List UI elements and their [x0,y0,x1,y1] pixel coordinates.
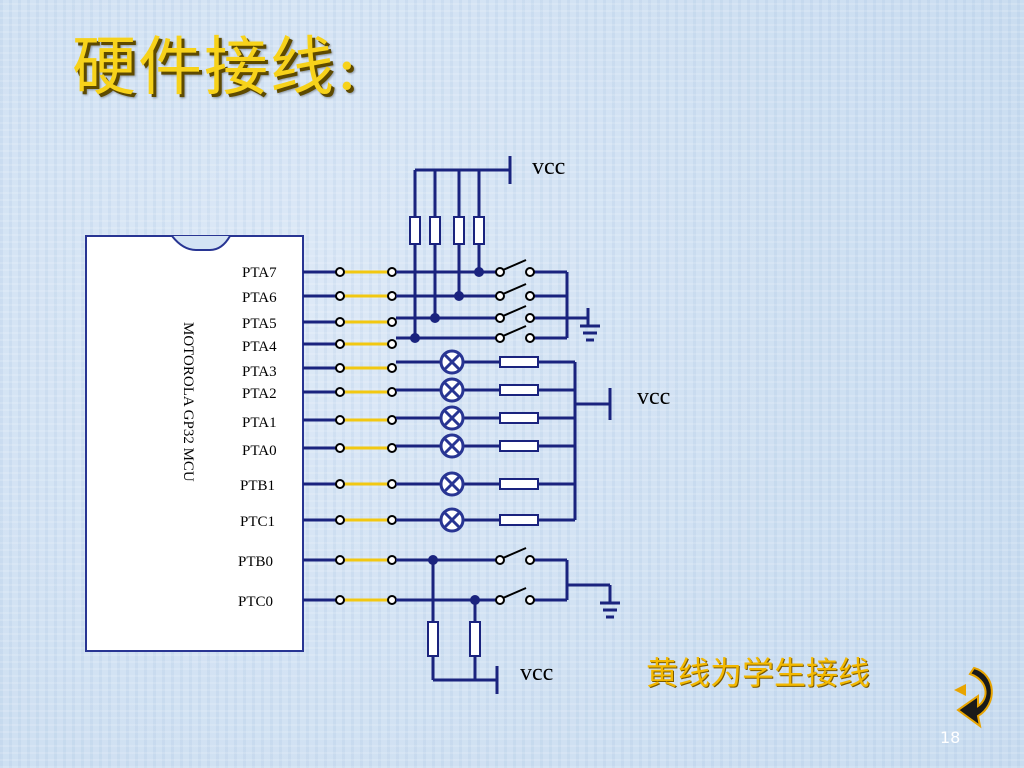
vcc-label-right: vcc [637,384,670,410]
pin-stubs [303,270,338,602]
pin-label-pta5: PTA5 [242,316,277,332]
vcc-label-top: vcc [532,154,565,180]
vcc-label-bottom: vcc [520,660,553,686]
pin-label-pta0: PTA0 [242,443,277,459]
pin-label-ptb1: PTB1 [240,478,275,494]
switches-top [495,259,535,343]
switches-bottom [495,547,535,605]
pin-label-ptc1: PTC1 [240,514,275,530]
pullup-resistors-bottom [427,621,481,657]
terminals [335,267,397,605]
mcu-label: MOTOROLA GP32 MCU [180,322,196,482]
lamps [439,349,465,533]
lamp-icon [439,471,465,497]
junction-dots-top [410,267,484,343]
lamp-icon [439,349,465,375]
back-arrow-icon[interactable] [944,664,998,730]
mcu-chip: MOTOROLA GP32 MCU [85,235,304,652]
ground-symbol-bottom [600,601,620,619]
pin-labels: PTA7 PTA6 PTA5 PTA4 PTA3 PTA2 PTA1 PTA0 … [238,265,277,610]
pin-label-ptb0: PTB0 [238,554,273,570]
pullup-resistors-top [409,216,485,245]
lamp-icon [439,377,465,403]
pin-label-ptc0: PTC0 [238,594,273,610]
switch-group-top [396,156,590,340]
junction-dots-bottom [428,555,480,605]
slide-title: 硬件接线: [72,31,360,105]
pin-label-pta6: PTA6 [242,290,277,306]
pin-label-pta3: PTA3 [242,364,277,380]
pin-label-pta7: PTA7 [242,265,277,281]
page-number: 18 [940,728,961,747]
lamp-icon [439,507,465,533]
pin-label-pta4: PTA4 [242,339,277,355]
student-wiring-note: 黄线为学生接线 [646,654,871,692]
pin-label-pta1: PTA1 [242,415,277,431]
ground-symbol-top [580,324,600,342]
lamp-resistors [499,356,539,526]
lamp-icon [439,433,465,459]
lamp-icon [439,405,465,431]
student-wires [343,270,388,602]
pin-label-pta2: PTA2 [242,386,277,402]
